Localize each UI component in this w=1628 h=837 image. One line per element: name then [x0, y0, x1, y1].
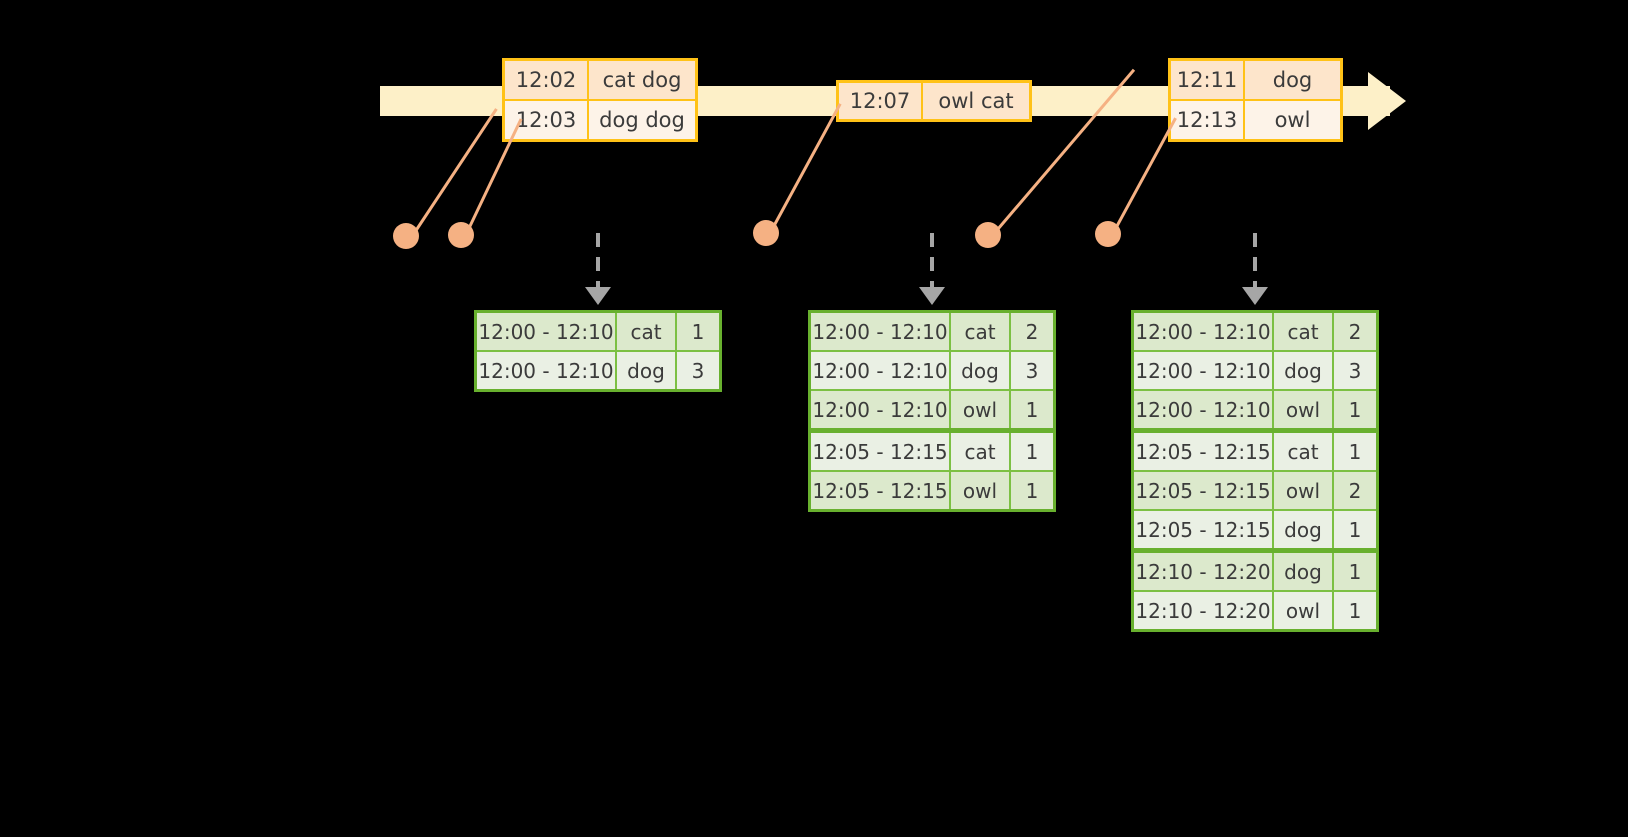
event-row: 12:02 cat dog — [505, 61, 695, 99]
key-cell: owl — [1274, 472, 1334, 509]
count-cell: 1 — [1348, 517, 1362, 542]
event-value: dog dog — [599, 108, 685, 132]
connector-dot-4 — [975, 222, 1001, 248]
count-cell: 1 — [1025, 478, 1039, 503]
connector-line-3 — [770, 103, 842, 231]
count-cell: 1 — [1348, 559, 1362, 584]
key-cell: owl — [951, 391, 1011, 428]
event-box-2: 12:07 owl cat — [836, 80, 1032, 122]
window-cell: 12:05 - 12:15 — [1134, 472, 1274, 509]
window-cell: 12:00 - 12:10 — [1134, 352, 1274, 389]
flow-arrow-2-head-icon — [919, 287, 945, 305]
table-row: 12:05 - 12:15 owl 2 — [1134, 472, 1376, 511]
flow-arrow-2-line — [930, 233, 934, 289]
connector-line-2 — [464, 118, 523, 236]
window-cell: 12:00 - 12:10 — [811, 352, 951, 389]
table-row: 12:05 - 12:15 cat 1 — [1134, 433, 1376, 472]
connector-dot-1 — [393, 223, 419, 249]
flow-arrow-3-head-icon — [1242, 287, 1268, 305]
key-cell: cat — [951, 433, 1011, 470]
event-value: cat dog — [602, 68, 682, 92]
connector-dot-5 — [1095, 221, 1121, 247]
event-value: dog — [1272, 68, 1313, 92]
table-row: 12:00 - 12:10 owl 1 — [1134, 391, 1376, 433]
window-cell: 12:00 - 12:10 — [1134, 391, 1274, 428]
table-row: 12:05 - 12:15 owl 1 — [811, 472, 1053, 509]
connector-line-1 — [410, 108, 498, 238]
table-row: 12:00 - 12:10 cat 2 — [811, 313, 1053, 352]
window-cell: 12:00 - 12:10 — [811, 391, 951, 428]
table-row: 12:00 - 12:10 dog 3 — [477, 352, 719, 389]
window-cell: 12:05 - 12:15 — [1134, 433, 1274, 470]
table-row: 12:00 - 12:10 cat 2 — [1134, 313, 1376, 352]
result-table-1: 12:00 - 12:10 cat 1 12:00 - 12:10 dog 3 — [474, 310, 722, 392]
key-cell: cat — [951, 313, 1011, 350]
key-cell: cat — [1274, 433, 1334, 470]
table-row: 12:10 - 12:20 dog 1 — [1134, 553, 1376, 592]
key-cell: owl — [951, 472, 1011, 509]
window-cell: 12:00 - 12:10 — [477, 352, 617, 389]
window-cell: 12:00 - 12:10 — [811, 313, 951, 350]
count-cell: 1 — [1348, 397, 1362, 422]
key-cell: owl — [1274, 391, 1334, 428]
table-row: 12:00 - 12:10 cat 1 — [477, 313, 719, 352]
count-cell: 3 — [1025, 358, 1039, 383]
count-cell: 1 — [1348, 598, 1362, 623]
key-cell: owl — [1274, 592, 1334, 629]
event-box-1: 12:02 cat dog 12:03 dog dog — [502, 58, 698, 142]
event-row: 12:13 owl — [1171, 99, 1340, 139]
event-row: 12:07 owl cat — [839, 83, 1029, 119]
event-row: 12:11 dog — [1171, 61, 1340, 99]
event-time: 12:07 — [839, 83, 923, 119]
count-cell: 1 — [691, 319, 705, 344]
key-cell: dog — [951, 352, 1011, 389]
window-cell: 12:00 - 12:10 — [1134, 313, 1274, 350]
table-row: 12:10 - 12:20 owl 1 — [1134, 592, 1376, 629]
count-cell: 1 — [1348, 439, 1362, 464]
event-time: 12:03 — [505, 101, 589, 139]
window-cell: 12:05 - 12:15 — [1134, 511, 1274, 548]
count-cell: 3 — [1348, 358, 1362, 383]
count-cell: 3 — [691, 358, 705, 383]
window-cell: 12:10 - 12:20 — [1134, 553, 1274, 590]
count-cell: 2 — [1025, 319, 1039, 344]
table-row: 12:00 - 12:10 owl 1 — [811, 391, 1053, 433]
count-cell: 2 — [1348, 478, 1362, 503]
key-cell: cat — [1274, 313, 1334, 350]
count-cell: 2 — [1348, 319, 1362, 344]
flow-arrow-1-line — [596, 233, 600, 289]
window-cell: 12:05 - 12:15 — [811, 433, 951, 470]
connector-line-5 — [1112, 117, 1177, 233]
window-cell: 12:00 - 12:10 — [477, 313, 617, 350]
key-cell: dog — [617, 352, 677, 389]
flow-arrow-3-line — [1253, 233, 1257, 289]
window-cell: 12:10 - 12:20 — [1134, 592, 1274, 629]
connector-dot-2 — [448, 222, 474, 248]
event-row: 12:03 dog dog — [505, 99, 695, 139]
key-cell: cat — [617, 313, 677, 350]
event-box-3: 12:11 dog 12:13 owl — [1168, 58, 1343, 142]
table-row: 12:00 - 12:10 dog 3 — [1134, 352, 1376, 391]
table-row: 12:05 - 12:15 cat 1 — [811, 433, 1053, 472]
flow-arrow-1-head-icon — [585, 287, 611, 305]
count-cell: 1 — [1025, 439, 1039, 464]
window-cell: 12:05 - 12:15 — [811, 472, 951, 509]
event-time: 12:02 — [505, 61, 589, 99]
event-time: 12:11 — [1171, 61, 1245, 99]
count-cell: 1 — [1025, 397, 1039, 422]
event-value: owl cat — [938, 89, 1014, 113]
result-table-2: 12:00 - 12:10 cat 2 12:00 - 12:10 dog 3 … — [808, 310, 1056, 512]
table-row: 12:05 - 12:15 dog 1 — [1134, 511, 1376, 553]
key-cell: dog — [1274, 511, 1334, 548]
result-table-3: 12:00 - 12:10 cat 2 12:00 - 12:10 dog 3 … — [1131, 310, 1379, 632]
event-value: owl — [1274, 108, 1311, 132]
key-cell: dog — [1274, 553, 1334, 590]
key-cell: dog — [1274, 352, 1334, 389]
event-time: 12:13 — [1171, 101, 1245, 139]
timeline-arrowhead-icon — [1368, 72, 1406, 130]
connector-dot-3 — [753, 220, 779, 246]
table-row: 12:00 - 12:10 dog 3 — [811, 352, 1053, 391]
